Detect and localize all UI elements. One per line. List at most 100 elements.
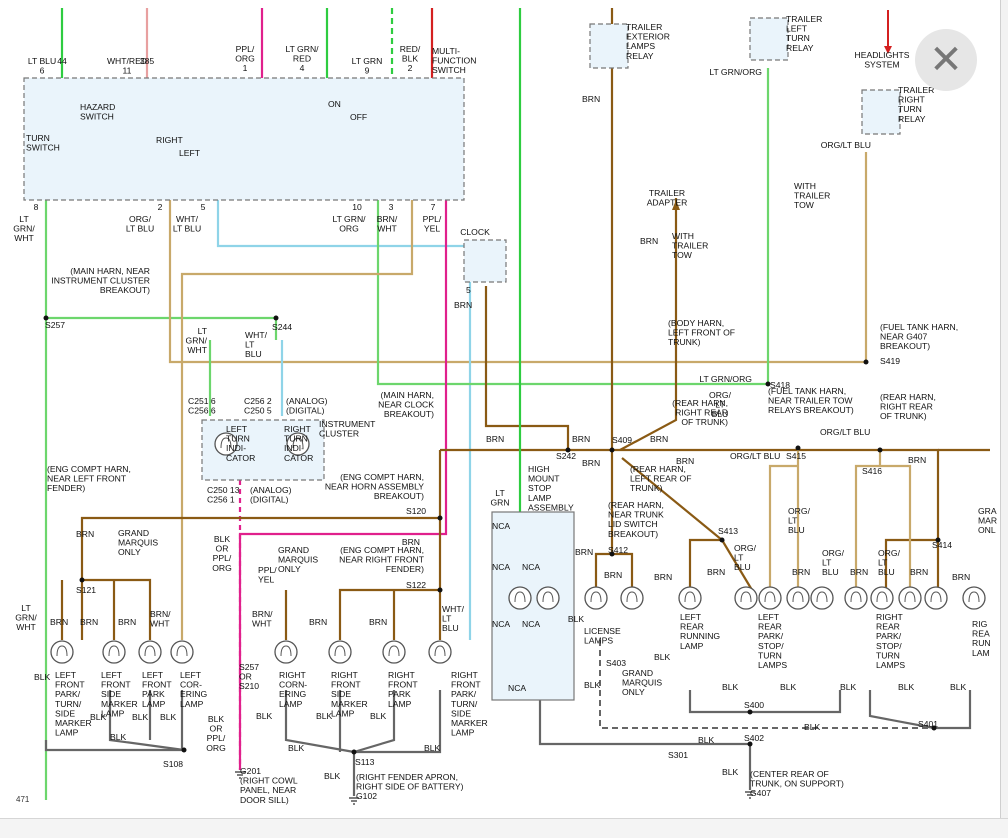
label-mainharn-line: INSTRUMENT CLUSTER xyxy=(51,276,150,286)
lamp-0-filament xyxy=(56,645,68,657)
label-s242: S242 xyxy=(556,451,576,461)
label-grand3-line: MARQUIS xyxy=(622,678,662,688)
label-rturn-line: INDI- xyxy=(284,443,304,453)
label-rfp-line: TURN/ xyxy=(451,699,478,709)
lamp-19 xyxy=(898,586,922,610)
label-rrr-edge-line: LAM xyxy=(972,648,990,658)
label-clock: CLOCK xyxy=(460,227,490,237)
close-button[interactable]: ✕ xyxy=(915,29,977,91)
splice-7 xyxy=(877,447,883,453)
label-with-tow1-line: TOW xyxy=(794,200,815,210)
label-mainharn-line: (MAIN HARN, NEAR xyxy=(70,266,150,276)
splice-18 xyxy=(747,741,753,747)
splice-11 xyxy=(609,551,615,557)
label-c-ltgrnorg-line: ORG xyxy=(339,224,359,234)
label-off: OFF xyxy=(350,112,367,122)
label-p3-line: 3 xyxy=(389,202,394,212)
label-brn-k-line: BRN xyxy=(572,434,590,444)
wire-brnwht-3 xyxy=(180,200,414,640)
label-g102-line: RIGHT SIDE OF BATTERY) xyxy=(356,782,464,792)
wire-orgltblu-2 xyxy=(168,152,868,364)
label-nca4: NCA xyxy=(492,619,510,629)
component-group xyxy=(23,10,986,805)
label-rturn-line: TURN xyxy=(284,434,308,444)
label-w-ltblu-line: 6 xyxy=(40,66,45,76)
label-main-clock-line: NEAR CLOCK xyxy=(378,400,434,410)
label-brn-k: BRN xyxy=(572,434,590,444)
label-rear-lid-line: LID SWITCH xyxy=(608,519,658,529)
label-brn-d-line: BRN xyxy=(80,617,98,627)
label-brn-r-line: BRN xyxy=(654,572,672,582)
label-brn-q-line: BRN xyxy=(604,570,622,580)
label-c-ltgrnwht2-line: LT xyxy=(198,326,208,336)
label-blk-16: BLK xyxy=(780,682,797,692)
label-orgltblu1: ORG/LT BLU xyxy=(821,140,871,150)
label-lfp-line: LAMP xyxy=(55,728,79,738)
label-fuel-g407-line: NEAR G407 xyxy=(880,332,928,342)
wire-brn-s122 xyxy=(338,518,442,640)
label-eng-horn-line: NEAR HORN ASSEMBLY xyxy=(325,482,424,492)
lamp-13-filament xyxy=(740,591,752,603)
label-rear-lid-line: (REAR HARN, xyxy=(608,500,664,510)
scrollbar-track[interactable] xyxy=(1000,0,1008,837)
label-analog2: (ANALOG)(DIGITAL) xyxy=(250,485,292,505)
label-cluster-line: CLUSTER xyxy=(319,429,359,439)
label-with-tow1-line: WITH xyxy=(794,181,816,191)
label-lrp-line: LEFT xyxy=(758,612,780,622)
wire-gnd-s402 xyxy=(599,640,934,729)
label-wht-ltblu-line: BLU xyxy=(442,623,459,633)
label-blk-8: BLK xyxy=(370,711,387,721)
label-brn-u: BRN xyxy=(850,567,868,577)
label-blk-13-line: BLK xyxy=(584,680,601,690)
splice-3 xyxy=(765,381,771,387)
bottom-bar xyxy=(0,818,1008,838)
label-brn-v: BRN xyxy=(910,567,928,577)
splice-9 xyxy=(79,577,85,583)
label-c-ltgrnwht2-line: WHT xyxy=(187,345,207,355)
trailer-exterior-relay-box xyxy=(589,23,629,69)
label-lfsm-line: LEFT xyxy=(101,670,123,680)
wire-brn-grand xyxy=(82,578,152,640)
lamp-1 xyxy=(102,640,126,664)
label-w-redblk-line: 2 xyxy=(408,63,413,73)
label-nca3: NCA xyxy=(522,562,540,572)
label-rfsm-line: SIDE xyxy=(331,689,351,699)
label-blk-ppl2-line: ORG xyxy=(206,743,226,753)
label-nca1: NCA xyxy=(492,521,510,531)
label-org-ltblu-v-line: ORG/ xyxy=(709,390,732,400)
lamp-3-filament xyxy=(176,645,188,657)
label-blk-19-line: BLK xyxy=(950,682,967,692)
label-s415-line: S415 xyxy=(786,451,806,461)
label-brn-n-line: BRN xyxy=(676,456,694,466)
label-nca2-line: NCA xyxy=(492,562,510,572)
lamp-5 xyxy=(328,640,352,664)
label-eng-left-line: FENDER) xyxy=(47,483,85,493)
label-clock5-line: 5 xyxy=(466,285,471,295)
label-trailer-adapter-line: TRAILER xyxy=(649,188,685,198)
label-c-pplyel: PPL/YEL xyxy=(423,214,442,234)
label-rcl-line: CORN- xyxy=(279,680,307,690)
label-multifunction-line: MULTI- xyxy=(432,46,460,56)
label-lce-line: LAMP xyxy=(180,699,204,709)
label-c-whtltblu-line: WHT/ xyxy=(176,214,199,224)
label-org-ltblu-v-line: LT xyxy=(715,400,725,410)
label-blk-3: BLK xyxy=(132,712,149,722)
label-brn-h-line: BRN xyxy=(640,236,658,246)
label-lfp-line: TURN/ xyxy=(55,699,82,709)
label-trailer-left-line: TRAILER xyxy=(786,14,822,24)
wire-brn-s120 xyxy=(80,450,442,580)
label-c-ltgrnwht3-line: GRN/ xyxy=(15,613,37,623)
splice-17 xyxy=(931,725,937,731)
label-ltgrnorg-line: LT GRN/ORG xyxy=(709,67,762,77)
